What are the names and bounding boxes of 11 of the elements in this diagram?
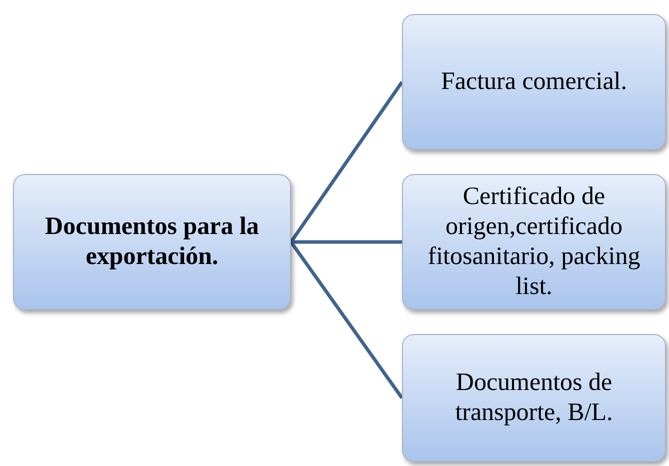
process-box [402, 14, 666, 150]
box-text: Certificado de origen,certificado fitosanitario, packing list. [426, 182, 642, 302]
box-text: Documentos para la exportación. [44, 212, 260, 272]
connector-line [290, 81, 404, 243]
process-box [402, 174, 666, 310]
process-box [402, 334, 666, 462]
box-text: Documentos de transporte, B/L. [454, 368, 614, 428]
process-box [13, 174, 291, 310]
box-text: Factura comercial. [440, 67, 627, 97]
connector-line [291, 240, 402, 244]
connector-line [290, 240, 404, 400]
